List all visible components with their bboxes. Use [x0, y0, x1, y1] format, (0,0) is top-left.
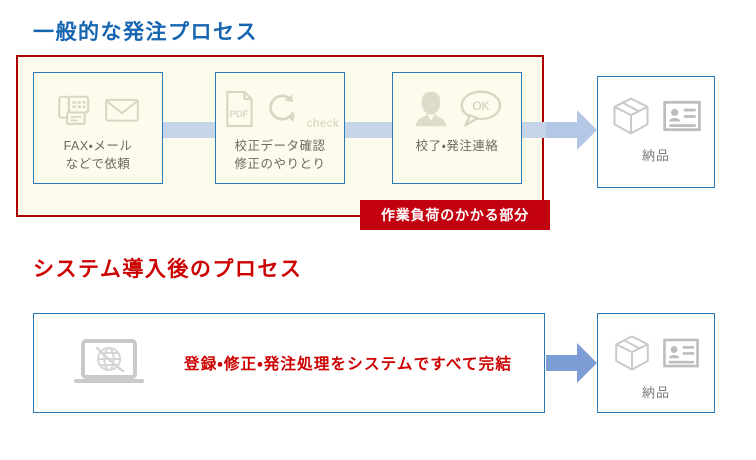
package-box-icon: [611, 332, 653, 374]
system-process-box: 登録・修正・発注処理をシステムですべて完結: [33, 313, 545, 413]
ok-speech-bubble-icon: OK: [457, 88, 503, 130]
step-box-approval: OK 校了・発注連絡: [392, 72, 522, 184]
delivery-top-label: 納品: [641, 148, 670, 163]
laptop-globe-icon: [70, 335, 148, 391]
step-box-proof: PDF check 校正データ確認 修正のやりとり: [215, 72, 345, 184]
connector-bar-1: [163, 122, 216, 138]
connector-bar-3: [522, 122, 546, 138]
check-caption: check: [306, 118, 340, 131]
step-approval-icons: OK: [411, 81, 503, 137]
step-proof-label: 校正データ確認 修正のやりとり: [234, 139, 326, 172]
system-message: 登録・修正・発注処理をシステムですべて完結: [184, 356, 513, 373]
section-heading-after: システム導入後のプロセス: [33, 258, 303, 281]
step-box-request: FAX・メール などで依頼: [33, 72, 163, 184]
step-proof-icons: PDF check: [221, 81, 340, 137]
package-box-icon: [609, 94, 653, 138]
delivery-top-icons: [609, 87, 703, 145]
laptop-icon-slot: [34, 335, 184, 391]
delivery-arrow-bottom: [546, 341, 598, 390]
connector-bar-2: [345, 122, 393, 138]
delivery-box-top: 納品: [597, 76, 715, 188]
delivery-slip-icon: [661, 97, 703, 135]
envelope-icon: [102, 89, 142, 129]
delivery-bottom-label: 納品: [641, 385, 670, 400]
delivery-box-bottom: 納品: [597, 313, 715, 413]
fax-machine-icon: [54, 88, 96, 130]
delivery-bottom-icons: [611, 324, 701, 382]
delivery-slip-icon: [661, 335, 701, 371]
step-approval-label: 校了・発注連絡: [415, 139, 499, 153]
pdf-document-icon: PDF: [221, 87, 257, 131]
step-request-label: FAX・メール などで依頼: [63, 139, 133, 172]
section-heading-before: 一般的な発注プロセス: [33, 21, 258, 44]
step-request-icons: [54, 81, 142, 137]
svg-text:OK: OK: [472, 99, 489, 113]
refresh-cycle-icon: [263, 89, 301, 129]
svg-text:PDF: PDF: [229, 109, 248, 120]
delivery-arrow-top: [546, 108, 598, 157]
burden-badge: 作業負荷のかかる部分: [360, 200, 550, 230]
person-icon: [411, 87, 451, 131]
